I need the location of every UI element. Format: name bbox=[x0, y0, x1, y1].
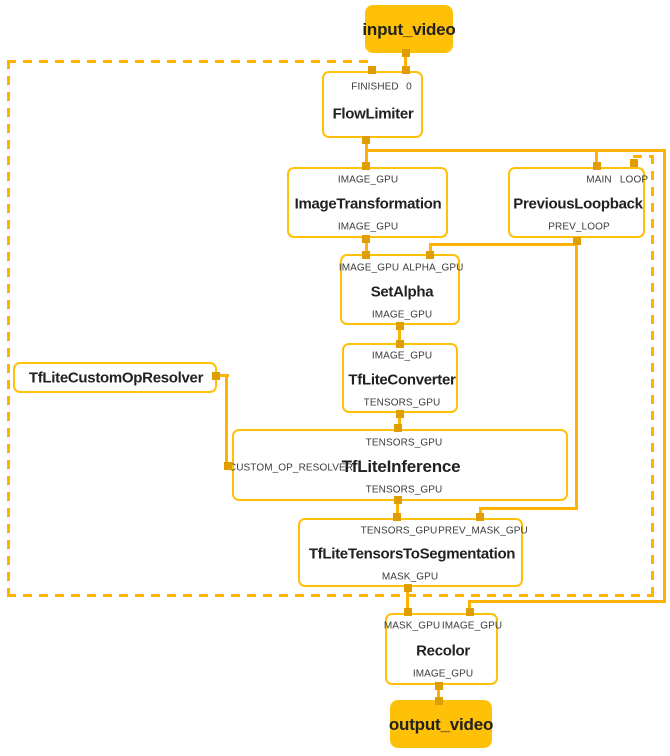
port-label-alpha-gpu-in: ALPHA_GPU bbox=[402, 262, 464, 274]
port-label-mask-gpu-out: MASK_GPU bbox=[381, 571, 439, 583]
port-label-tensors-gpu-out: TENSORS_GPU bbox=[365, 484, 443, 496]
port-label-prev-mask-gpu-in: PREV_MASK_GPU bbox=[438, 525, 528, 537]
port-label-image-gpu-in: IMAGE_GPU bbox=[371, 350, 433, 362]
edge-prevloop-alphagpu-drop bbox=[429, 243, 432, 255]
edge-resolver-down bbox=[225, 374, 228, 467]
port-label-image-gpu-in: IMAGE_GPU bbox=[337, 174, 399, 186]
node-title: Recolor bbox=[416, 642, 470, 660]
node-title: ImageTransformation bbox=[294, 195, 442, 213]
node-title: SetAlpha bbox=[370, 283, 434, 301]
node-title: TfLiteInference bbox=[341, 457, 461, 476]
port-inference-customopresolver bbox=[224, 462, 232, 470]
port-segmentation-tensorsgpu bbox=[393, 513, 401, 521]
node-tflite-converter[interactable]: IMAGE_GPU TfLiteConverter TENSORS_GPU bbox=[342, 343, 458, 413]
node-title: PreviousLoopback bbox=[513, 195, 643, 213]
port-setalpha-imagegpu bbox=[362, 251, 370, 259]
port-recolor-maskgpu bbox=[404, 608, 412, 616]
port-flowlimiter-out bbox=[362, 136, 370, 144]
port-inputvideo-out bbox=[402, 49, 410, 57]
node-tflite-inference[interactable]: TENSORS_GPU CUSTOM_OP_RESOLVER TfLiteInf… bbox=[228, 429, 568, 501]
port-label-tensors-gpu-out: TENSORS_GPU bbox=[363, 397, 441, 409]
edge-inference-segmentation bbox=[396, 501, 399, 518]
edge-prevloop-alphagpu-h bbox=[429, 243, 578, 246]
edge-flowlimiter-imagetransformation bbox=[365, 137, 368, 167]
edge-flowlimiter-rail bbox=[365, 149, 666, 152]
node-tflite-tensors-to-segmentation[interactable]: TENSORS_GPU PREV_MASK_GPU TfLiteTensorsT… bbox=[298, 518, 528, 587]
back-edge-right-rail bbox=[651, 155, 654, 597]
node-set-alpha[interactable]: IMAGE_GPU ALPHA_GPU SetAlpha IMAGE_GPU bbox=[338, 254, 463, 325]
back-edge-loop-top bbox=[633, 155, 654, 158]
edge-resolver-out-h bbox=[216, 374, 229, 377]
port-label-image-gpu-in: IMAGE_GPU bbox=[441, 620, 503, 632]
port-segmentation-maskgpu-out bbox=[404, 584, 412, 592]
back-edge-left-rail bbox=[7, 60, 10, 597]
port-label-custom-op-resolver: CUSTOM_OP_RESOLVER bbox=[228, 462, 354, 474]
port-label-loop: LOOP bbox=[619, 174, 649, 186]
node-title: FlowLimiter bbox=[332, 105, 414, 123]
port-label-image-gpu-out: IMAGE_GPU bbox=[412, 668, 474, 680]
edge-flowlimiter-recolor-rail bbox=[663, 149, 666, 603]
port-recolor-out bbox=[435, 682, 443, 690]
port-flowlimiter-finished bbox=[368, 66, 376, 74]
port-label-main: MAIN bbox=[586, 174, 612, 186]
port-previousloopback-prevloop-out bbox=[573, 237, 581, 245]
edge-setalpha-converter bbox=[398, 325, 401, 344]
port-setalpha-out bbox=[396, 322, 404, 330]
port-flowlimiter-0 bbox=[402, 66, 410, 74]
edge-recolor-outputvideo bbox=[437, 685, 440, 701]
port-label-image-gpu-out: IMAGE_GPU bbox=[337, 221, 399, 233]
node-title: TfLiteTensorsToSegmentation bbox=[308, 545, 516, 563]
edge-prevloop-down bbox=[575, 238, 578, 510]
port-imagetransformation-out bbox=[362, 235, 370, 243]
port-setalpha-alphagpu bbox=[426, 251, 434, 259]
node-output-video[interactable]: output_video bbox=[388, 700, 494, 748]
port-segmentation-prevmaskgpu bbox=[476, 513, 484, 521]
port-converter-out bbox=[396, 410, 404, 418]
port-label-mask-gpu-in: MASK_GPU bbox=[383, 620, 441, 632]
node-recolor[interactable]: MASK_GPU IMAGE_GPU Recolor IMAGE_GPU bbox=[383, 613, 502, 685]
back-edge-finished-top bbox=[7, 60, 373, 63]
edge-converter-inference bbox=[398, 413, 401, 429]
back-edge-bottom-rail bbox=[7, 594, 654, 597]
port-label-0: 0 bbox=[406, 81, 412, 93]
port-label-finished: FINISHED bbox=[351, 81, 399, 93]
edge-recolor-imagegpu-drop bbox=[468, 600, 471, 613]
edge-prevloop-prevmask-drop bbox=[479, 507, 482, 518]
port-label-image-gpu-in: IMAGE_GPU bbox=[338, 262, 400, 274]
port-previousloopback-main bbox=[593, 162, 601, 170]
edge-inputvideo-flowlimiter bbox=[404, 52, 407, 71]
port-outputvideo-in bbox=[435, 697, 443, 705]
edge-flowlimiter-previousloopback-main bbox=[595, 149, 598, 167]
node-title: input_video bbox=[362, 20, 456, 39]
node-title: TfLiteCustomOpResolver bbox=[28, 369, 204, 387]
port-previousloopback-loop bbox=[630, 159, 638, 167]
node-title: TfLiteConverter bbox=[348, 371, 456, 389]
edge-flowlimiter-recolor-bottom bbox=[468, 600, 666, 603]
port-recolor-imagegpu bbox=[466, 608, 474, 616]
node-previous-loopback[interactable]: MAIN LOOP PreviousLoopback PREV_LOOP bbox=[508, 167, 649, 238]
port-inference-out bbox=[394, 496, 402, 504]
port-label-tensors-gpu-in: TENSORS_GPU bbox=[360, 525, 438, 537]
edge-imagetransformation-setalpha bbox=[365, 238, 368, 255]
port-label-prev-loop: PREV_LOOP bbox=[548, 221, 610, 233]
port-imagetransformation-in bbox=[362, 162, 370, 170]
node-title: output_video bbox=[388, 715, 494, 734]
node-input-video[interactable]: input_video bbox=[362, 5, 456, 53]
node-tflite-custom-op-resolver[interactable]: TfLiteCustomOpResolver bbox=[13, 362, 217, 393]
port-label-tensors-gpu-in: TENSORS_GPU bbox=[365, 437, 443, 449]
port-inference-in bbox=[394, 424, 402, 432]
port-converter-in bbox=[396, 340, 404, 348]
edge-maskgpu-recolor bbox=[406, 587, 409, 613]
node-flow-limiter[interactable]: FINISHED 0 FlowLimiter bbox=[322, 71, 423, 138]
port-resolver-out bbox=[212, 372, 220, 380]
port-label-image-gpu-out: IMAGE_GPU bbox=[371, 309, 433, 321]
edge-prevloop-prevmask-h bbox=[479, 507, 578, 510]
node-image-transformation[interactable]: IMAGE_GPU ImageTransformation IMAGE_GPU bbox=[287, 167, 448, 238]
